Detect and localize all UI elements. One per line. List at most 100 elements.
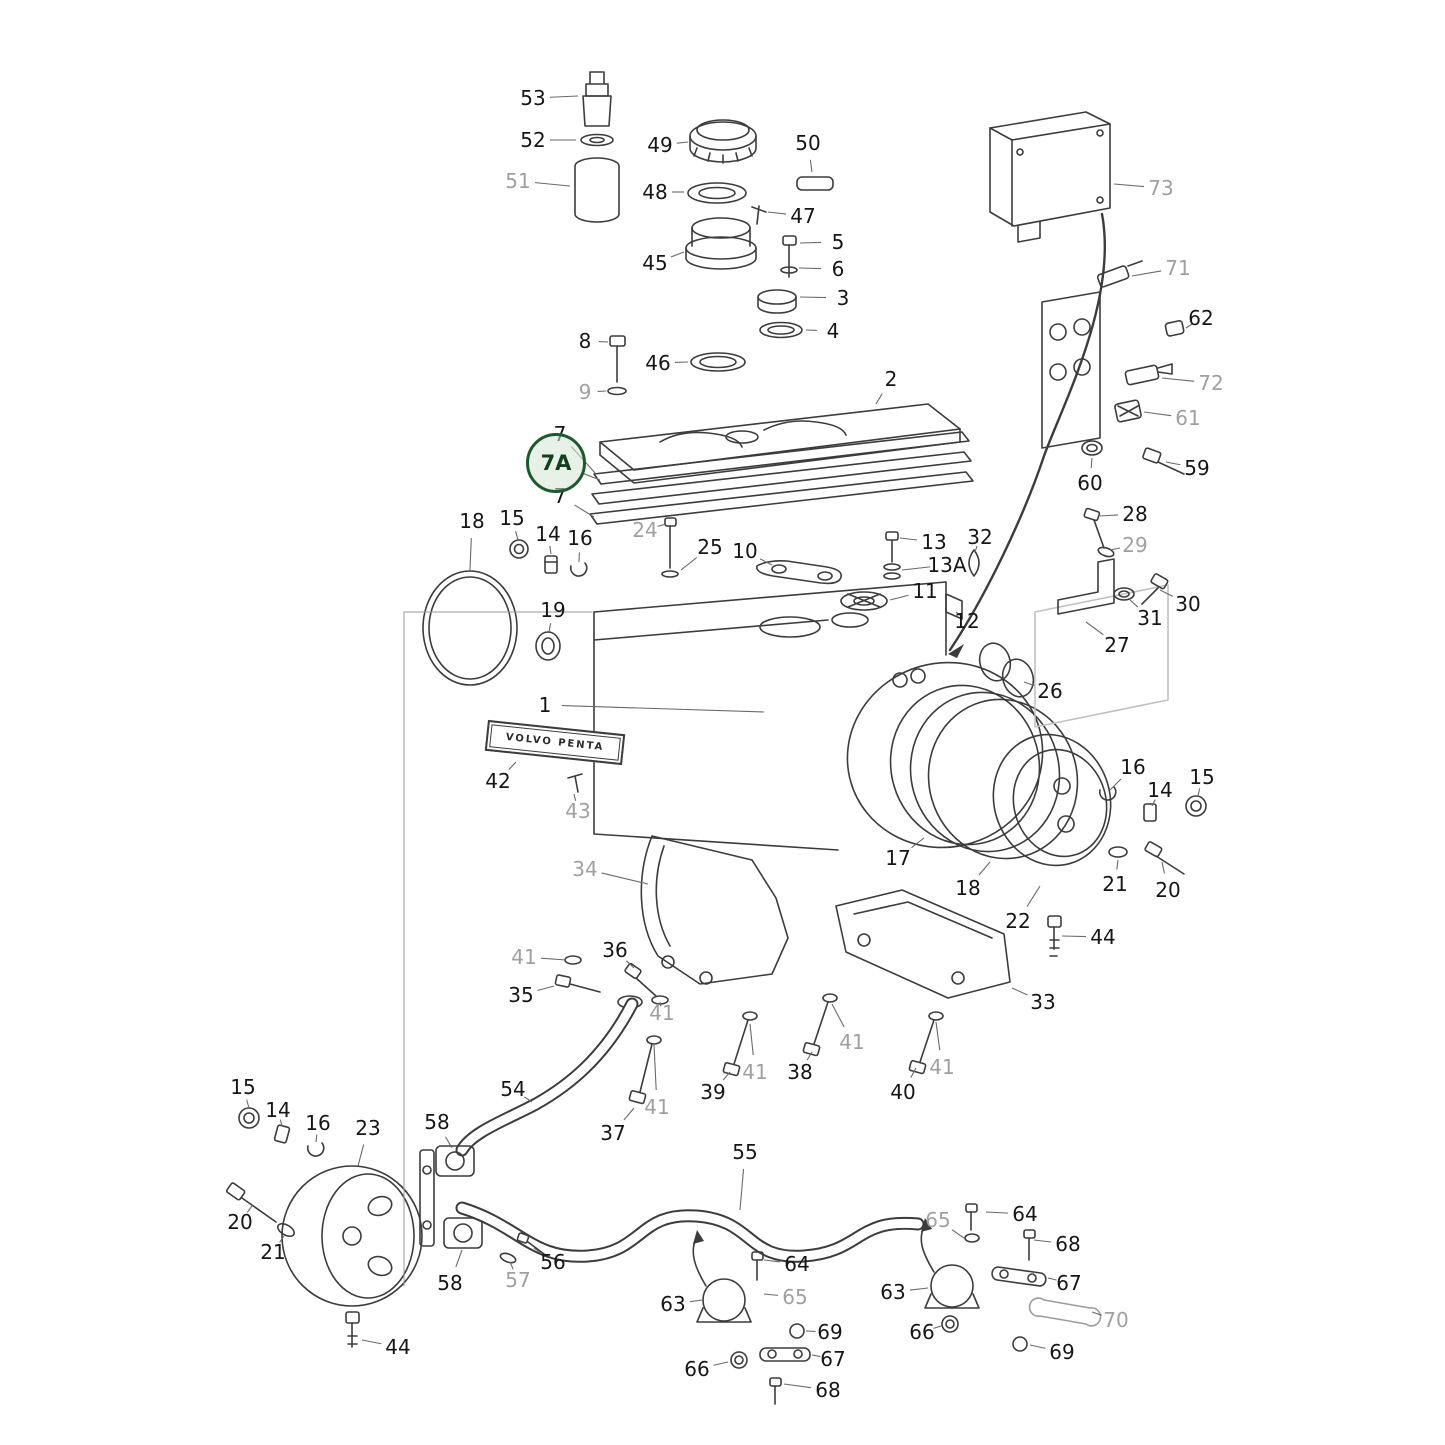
part-callout-14[interactable]: 14 bbox=[265, 1098, 291, 1122]
part-callout-44[interactable]: 44 bbox=[385, 1335, 411, 1359]
part-callout-16[interactable]: 16 bbox=[305, 1111, 331, 1135]
part-callout-68[interactable]: 68 bbox=[1055, 1232, 1081, 1256]
part-callout-42[interactable]: 42 bbox=[485, 769, 511, 793]
part-callout-48[interactable]: 48 bbox=[642, 180, 668, 204]
part-callout-21[interactable]: 21 bbox=[260, 1240, 286, 1264]
part-callout-50[interactable]: 50 bbox=[795, 131, 821, 155]
part-callout-52[interactable]: 52 bbox=[520, 128, 546, 152]
part-callout-69[interactable]: 69 bbox=[817, 1320, 843, 1344]
part-callout-66[interactable]: 66 bbox=[909, 1320, 935, 1344]
part-callout-63[interactable]: 63 bbox=[660, 1292, 686, 1316]
part-callout-27[interactable]: 27 bbox=[1104, 633, 1130, 657]
part-callout-16[interactable]: 16 bbox=[1120, 755, 1146, 779]
part-callout-56[interactable]: 56 bbox=[540, 1250, 566, 1274]
part-callout-41[interactable]: 41 bbox=[511, 945, 537, 969]
part-callout-4[interactable]: 4 bbox=[826, 319, 840, 343]
part-callout-38[interactable]: 38 bbox=[787, 1060, 813, 1084]
part-callout-72[interactable]: 72 bbox=[1198, 371, 1224, 395]
part-callout-14[interactable]: 14 bbox=[535, 522, 561, 546]
part-callout-65[interactable]: 65 bbox=[782, 1285, 808, 1309]
part-callout-13[interactable]: 13 bbox=[921, 530, 947, 554]
part-callout-40[interactable]: 40 bbox=[890, 1080, 916, 1104]
part-callout-10[interactable]: 10 bbox=[732, 539, 758, 563]
part-callout-43[interactable]: 43 bbox=[565, 799, 591, 823]
part-callout-57[interactable]: 57 bbox=[505, 1268, 531, 1292]
part-callout-68[interactable]: 68 bbox=[815, 1378, 841, 1402]
part-callout-11[interactable]: 11 bbox=[912, 579, 938, 603]
part-callout-30[interactable]: 30 bbox=[1175, 592, 1201, 616]
part-callout-71[interactable]: 71 bbox=[1165, 256, 1191, 280]
part-callout-64[interactable]: 64 bbox=[784, 1252, 810, 1276]
part-callout-18[interactable]: 18 bbox=[955, 876, 981, 900]
pressure-cap-group bbox=[685, 119, 834, 339]
part-callout-44[interactable]: 44 bbox=[1090, 925, 1116, 949]
part-callout-59[interactable]: 59 bbox=[1184, 456, 1210, 480]
part-callout-5[interactable]: 5 bbox=[831, 230, 845, 254]
part-callout-70[interactable]: 70 bbox=[1103, 1308, 1129, 1332]
part-callout-32[interactable]: 32 bbox=[967, 525, 993, 549]
part-callout-41[interactable]: 41 bbox=[929, 1055, 955, 1079]
part-callout-26[interactable]: 26 bbox=[1037, 679, 1063, 703]
part-callout-60[interactable]: 60 bbox=[1077, 471, 1103, 495]
part-callout-51[interactable]: 51 bbox=[505, 169, 531, 193]
part-callout-58[interactable]: 58 bbox=[424, 1110, 450, 1134]
selected-part-marker[interactable]: 7A bbox=[526, 433, 586, 493]
part-callout-49[interactable]: 49 bbox=[647, 133, 673, 157]
part-callout-23[interactable]: 23 bbox=[355, 1116, 381, 1140]
part-callout-25[interactable]: 25 bbox=[697, 535, 723, 559]
part-callout-54[interactable]: 54 bbox=[500, 1077, 526, 1101]
part-callout-22[interactable]: 22 bbox=[1005, 909, 1031, 933]
part-callout-29[interactable]: 29 bbox=[1122, 533, 1148, 557]
part-callout-45[interactable]: 45 bbox=[642, 251, 668, 275]
part-callout-28[interactable]: 28 bbox=[1122, 502, 1148, 526]
part-callout-16[interactable]: 16 bbox=[567, 526, 593, 550]
part-callout-46[interactable]: 46 bbox=[645, 351, 671, 375]
bushings-26-group bbox=[978, 584, 1169, 728]
part-callout-65[interactable]: 65 bbox=[925, 1208, 951, 1232]
part-callout-41[interactable]: 41 bbox=[644, 1095, 670, 1119]
part-callout-15[interactable]: 15 bbox=[499, 506, 525, 530]
part-callout-2[interactable]: 2 bbox=[884, 367, 898, 391]
part-callout-67[interactable]: 67 bbox=[1056, 1271, 1082, 1295]
part-callout-41[interactable]: 41 bbox=[649, 1001, 675, 1025]
part-callout-39[interactable]: 39 bbox=[700, 1080, 726, 1104]
part-callout-24[interactable]: 24 bbox=[632, 518, 658, 542]
part-callout-63[interactable]: 63 bbox=[880, 1280, 906, 1304]
part-callout-13A[interactable]: 13A bbox=[927, 553, 967, 577]
part-callout-8[interactable]: 8 bbox=[578, 329, 592, 353]
part-callout-73[interactable]: 73 bbox=[1148, 176, 1174, 200]
part-callout-3[interactable]: 3 bbox=[836, 286, 850, 310]
part-callout-20[interactable]: 20 bbox=[1155, 878, 1181, 902]
part-callout-6[interactable]: 6 bbox=[831, 257, 845, 281]
part-callout-1[interactable]: 1 bbox=[538, 693, 552, 717]
part-callout-41[interactable]: 41 bbox=[742, 1060, 768, 1084]
part-callout-21[interactable]: 21 bbox=[1102, 872, 1128, 896]
part-callout-36[interactable]: 36 bbox=[602, 938, 628, 962]
part-callout-61[interactable]: 61 bbox=[1175, 406, 1201, 430]
part-callout-47[interactable]: 47 bbox=[790, 204, 816, 228]
part-callout-55[interactable]: 55 bbox=[732, 1140, 758, 1164]
part-callout-37[interactable]: 37 bbox=[600, 1121, 626, 1145]
part-callout-20[interactable]: 20 bbox=[227, 1210, 253, 1234]
part-callout-15[interactable]: 15 bbox=[230, 1075, 256, 1099]
part-callout-12[interactable]: 12 bbox=[954, 609, 980, 633]
part-callout-31[interactable]: 31 bbox=[1137, 606, 1163, 630]
part-callout-17[interactable]: 17 bbox=[885, 846, 911, 870]
part-callout-58[interactable]: 58 bbox=[437, 1271, 463, 1295]
part-callout-66[interactable]: 66 bbox=[684, 1357, 710, 1381]
part-callout-19[interactable]: 19 bbox=[540, 598, 566, 622]
part-callout-33[interactable]: 33 bbox=[1030, 990, 1056, 1014]
part-callout-62[interactable]: 62 bbox=[1188, 306, 1214, 330]
part-callout-35[interactable]: 35 bbox=[508, 983, 534, 1007]
part-callout-14[interactable]: 14 bbox=[1147, 778, 1173, 802]
part-callout-64[interactable]: 64 bbox=[1012, 1202, 1038, 1226]
part-callout-41[interactable]: 41 bbox=[839, 1030, 865, 1054]
part-callout-69[interactable]: 69 bbox=[1049, 1340, 1075, 1364]
part-callout-18[interactable]: 18 bbox=[459, 509, 485, 533]
part-callout-67[interactable]: 67 bbox=[820, 1347, 846, 1371]
part-callout-34[interactable]: 34 bbox=[572, 857, 598, 881]
part-callout-9[interactable]: 9 bbox=[578, 380, 592, 404]
part-callout-53[interactable]: 53 bbox=[520, 86, 546, 110]
part-callout-15[interactable]: 15 bbox=[1189, 765, 1215, 789]
